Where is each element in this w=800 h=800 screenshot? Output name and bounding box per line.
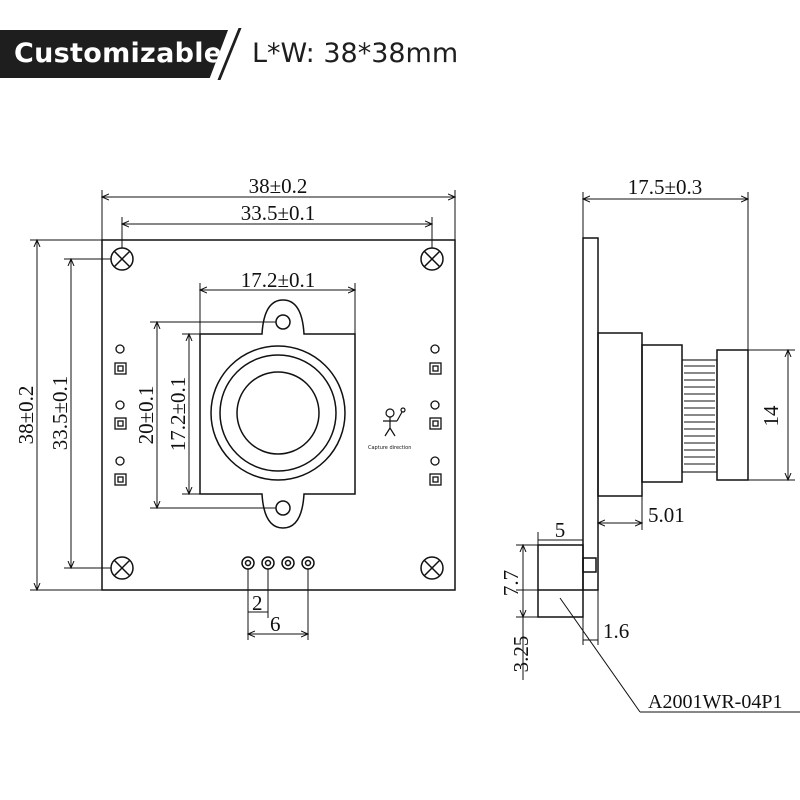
- mount-hole-spacing-label: 20±0.1: [134, 386, 158, 445]
- overall-width-label: 38±0.2: [249, 174, 308, 198]
- overall-height-label: 38±0.2: [14, 386, 38, 445]
- connector-offset-label: 3.25: [509, 636, 533, 673]
- size-label: L*W: 38*38mm: [252, 38, 459, 69]
- lens-step-label: 5.01: [648, 503, 685, 527]
- lens-barrel: [681, 359, 718, 473]
- front-view: [30, 190, 455, 640]
- header-banner: Customizable L*W: 38*38mm: [0, 22, 800, 84]
- lens-mount: [199, 299, 356, 529]
- pcb-outline: [101, 239, 456, 591]
- connector-icon: [537, 544, 597, 618]
- solder-pads: [114, 344, 442, 486]
- pin-header: [241, 556, 315, 570]
- capture-direction-label: Capture direction: [368, 445, 411, 451]
- lens-diameter-label: 14: [759, 405, 783, 427]
- hole-spacing-width-label: 33.5±0.1: [241, 201, 316, 225]
- lens-mount-height-label: 17.2±0.1: [166, 377, 190, 452]
- side-view: [516, 192, 800, 713]
- lens-mount-width-label: 17.2±0.1: [241, 268, 316, 292]
- board-gap-label: 1.6: [603, 619, 629, 643]
- connector-height-label: 7.7: [499, 570, 523, 596]
- overall-depth-label: 17.5±0.3: [628, 175, 703, 199]
- pin-span-label: 6: [270, 612, 281, 636]
- mounting-hole-icon: [110, 247, 444, 580]
- person-icon: [383, 407, 406, 437]
- customizable-tag: Customizable: [0, 30, 228, 78]
- lens-holder: [597, 332, 643, 497]
- lens-icon: [210, 345, 346, 481]
- pin-pitch-label: 2: [252, 591, 263, 615]
- side-board: [582, 237, 599, 591]
- connector-width-label: 5: [555, 518, 566, 542]
- hole-spacing-height-label: 33.5±0.1: [48, 376, 72, 451]
- connector-part-label: A2001WR-04P1: [648, 691, 782, 713]
